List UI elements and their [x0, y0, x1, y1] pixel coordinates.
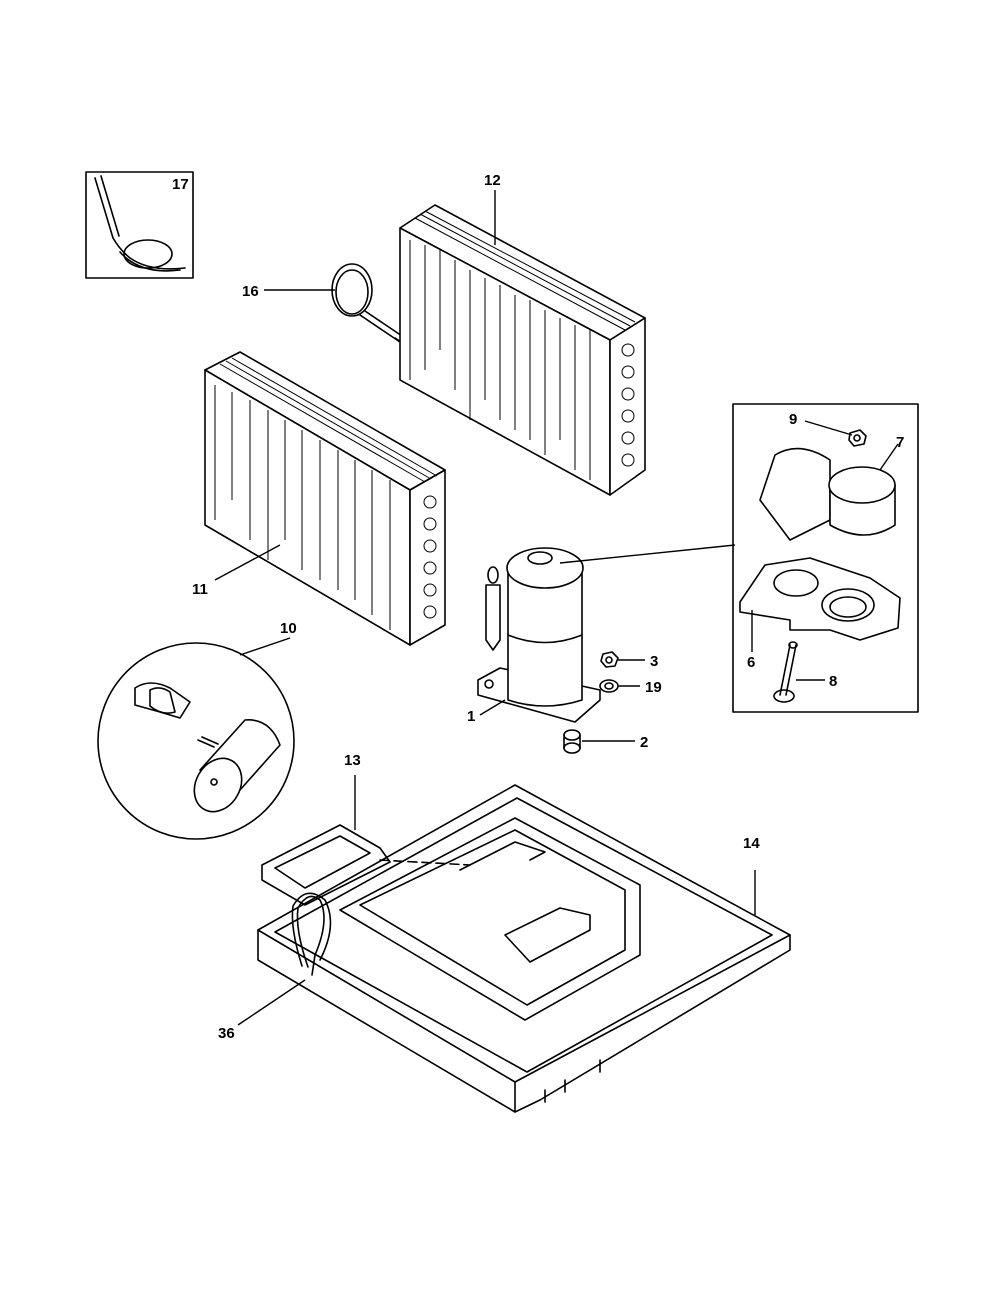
leader-1 [479, 699, 506, 716]
callout-11: 11 [192, 581, 208, 598]
part-12-coil [399, 204, 646, 496]
leader-36 [237, 979, 306, 1026]
leader-11 [214, 544, 281, 581]
part-2-grommet [563, 729, 581, 754]
coil-12-tube-ends [621, 343, 635, 467]
part-7-compressor-housing [759, 447, 896, 541]
part-13-gasket [261, 824, 471, 906]
callout-1: 1 [467, 708, 475, 725]
leader-9 [804, 420, 853, 436]
callout-13: 13 [344, 752, 361, 769]
leader-10 [239, 637, 291, 656]
part-16-sensor [331, 263, 411, 349]
leader-7 [879, 443, 899, 471]
callout-14: 14 [743, 835, 760, 852]
callout-2: 2 [640, 734, 648, 751]
part-11-coil [204, 351, 446, 646]
callout-7: 7 [896, 434, 904, 451]
callout-10: 10 [280, 620, 297, 637]
coil-11-tube-ends [423, 495, 437, 619]
callout-19: 19 [645, 679, 662, 696]
part-10-capacitor-detail [97, 642, 295, 840]
callout-9: 9 [789, 411, 797, 428]
part-36-clip [291, 892, 332, 976]
callout-6: 6 [747, 654, 755, 671]
callout-16: 16 [242, 283, 259, 300]
part-1-compressor [477, 547, 601, 723]
callout-17: 17 [172, 176, 189, 193]
part-17-sensor-inset [85, 171, 194, 279]
part-9-nut [848, 429, 867, 447]
part-19-washer [599, 679, 619, 693]
compressor-detail-leader [559, 544, 736, 564]
part-6-mounting-plate [739, 557, 901, 641]
callout-8: 8 [829, 673, 837, 690]
callout-36: 36 [218, 1025, 235, 1042]
compressor-mount-inset [732, 403, 919, 713]
part-8-bolt [773, 641, 798, 703]
part-3-nut [600, 651, 619, 668]
callout-3: 3 [650, 653, 658, 670]
callout-12: 12 [484, 172, 501, 189]
part-14-base-pan [257, 784, 791, 1113]
